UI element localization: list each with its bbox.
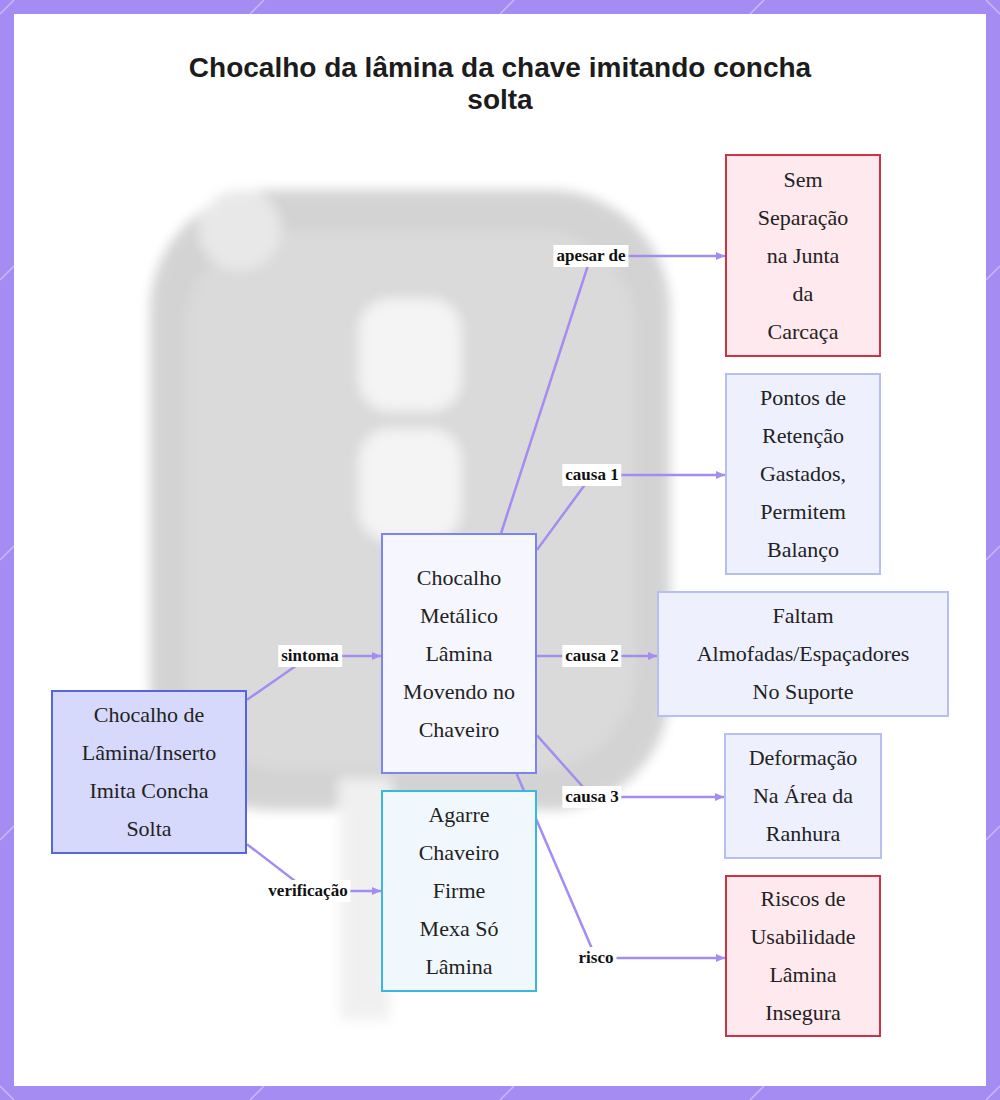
node-text: Deformação Na Área da Ranhura	[736, 739, 870, 853]
node-box: Chocalho Metálico Lâmina Movendo no Chav…	[381, 533, 537, 774]
node-box: Sem Separação na Junta da Carcaça	[725, 154, 881, 357]
node-box: Pontos de Retenção Gastados, Permitem Ba…	[725, 373, 881, 575]
node-text-group: Pontos de Retenção Gastados, Permitem Ba…	[737, 379, 869, 569]
connector-arrow	[537, 475, 725, 550]
node-box: Riscos de Usabilidade Lâmina Insegura	[725, 875, 881, 1037]
node-box: Deformação Na Área da Ranhura	[724, 733, 882, 859]
node-text-group: Chocalho de Lâmina/Inserto Imita Concha …	[67, 696, 231, 848]
edge-label: sintoma	[278, 645, 342, 667]
node-text: Sem Separação na Junta da Carcaça	[757, 161, 849, 351]
edge-label: apesar de	[553, 245, 628, 267]
key-fob-image	[150, 190, 670, 1020]
edge-label: verificação	[265, 880, 350, 902]
node-box: Faltam Almofadas/Espaçadores No Suporte	[657, 591, 949, 717]
node-box: Agarre Chaveiro Firme Mexa Só Lâmina	[381, 790, 537, 992]
connector-arrow	[501, 256, 725, 533]
edge-label: causa 1	[562, 464, 621, 486]
node-text-group: Chocalho Metálico Lâmina Movendo no Chav…	[393, 559, 525, 749]
node-text-group: Agarre Chaveiro Firme Mexa Só Lâmina	[405, 796, 513, 986]
node-box: Chocalho de Lâmina/Inserto Imita Concha …	[51, 690, 247, 854]
node-text: Faltam Almofadas/Espaçadores No Suporte	[685, 597, 921, 711]
node-text-group: Deformação Na Área da Ranhura	[736, 739, 870, 853]
node-text: Pontos de Retenção Gastados, Permitem Ba…	[737, 379, 869, 569]
node-text: Chocalho de Lâmina/Inserto Imita Concha …	[67, 696, 231, 848]
node-text: Agarre Chaveiro Firme Mexa Só Lâmina	[405, 796, 513, 986]
node-text: Riscos de Usabilidade Lâmina Insegura	[739, 880, 867, 1032]
edge-label: causa 3	[562, 786, 621, 808]
node-text: Chocalho Metálico Lâmina Movendo no Chav…	[393, 559, 525, 749]
node-text-group: Faltam Almofadas/Espaçadores No Suporte	[685, 597, 921, 711]
connector-arrow	[517, 774, 725, 958]
edge-label: risco	[576, 947, 617, 969]
node-text-group: Sem Separação na Junta da Carcaça	[757, 161, 849, 351]
page-area	[14, 14, 986, 1086]
node-text-group: Riscos de Usabilidade Lâmina Insegura	[739, 880, 867, 1032]
diagram-title: Chocalho da lâmina da chave imitando con…	[180, 52, 820, 116]
edge-label: causa 2	[562, 645, 621, 667]
